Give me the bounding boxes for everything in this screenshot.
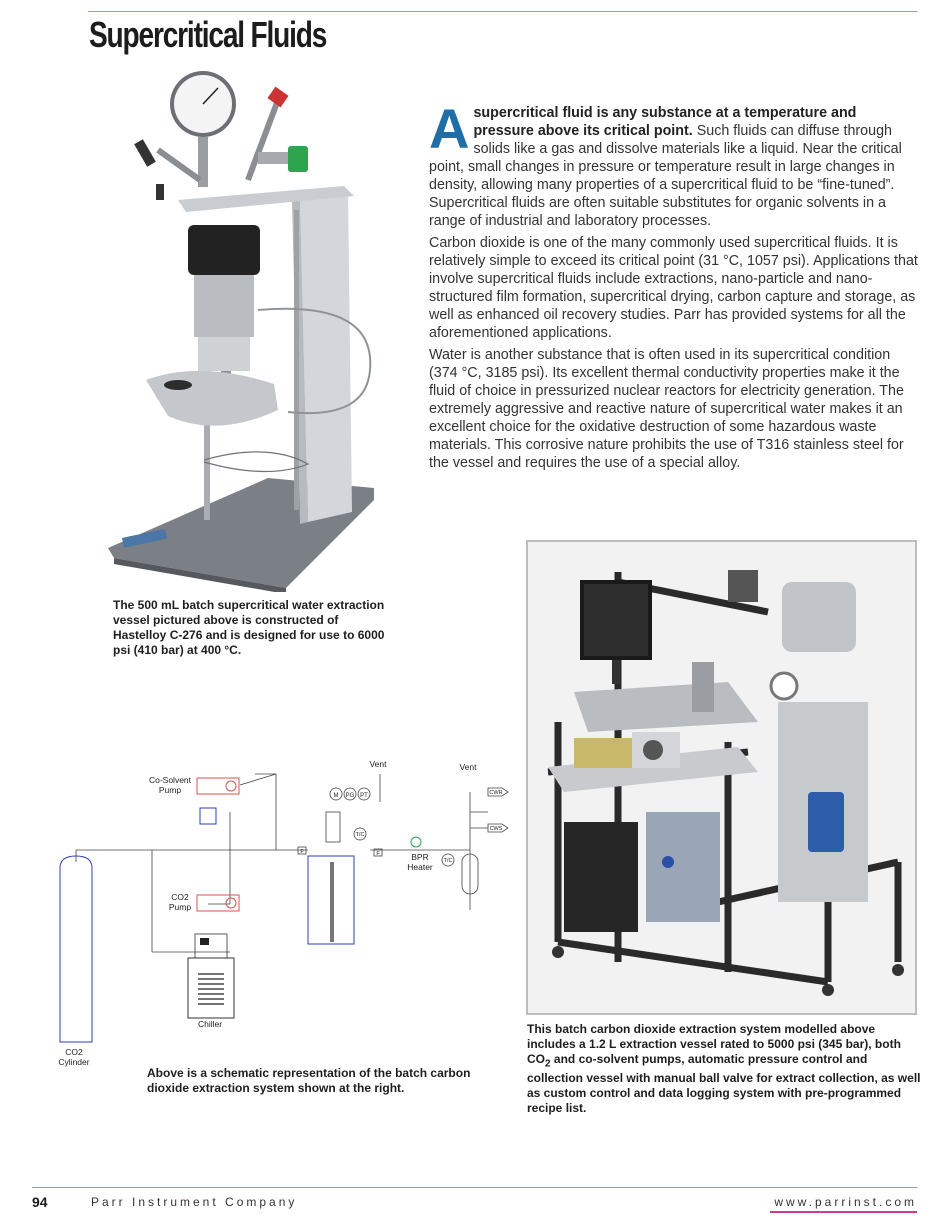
reactor-illustration — [108, 71, 374, 592]
cosolvent-pump-label-1: Co-Solvent — [149, 775, 192, 785]
extraction-system-caption-sub: 2 — [545, 1058, 551, 1070]
website-underline — [770, 1211, 917, 1213]
extraction-system-caption: This batch carbon dioxide extraction sys… — [527, 1022, 922, 1116]
f-label-2: F — [376, 851, 380, 857]
page-title: Supercritical Fluids — [89, 14, 327, 55]
page-number: 94 — [32, 1194, 48, 1210]
co2-pump-label-2: Pump — [169, 902, 191, 912]
tc-label-2: T/C — [444, 858, 453, 864]
m-label: M — [334, 793, 339, 799]
cylinder-label-1: CO2 — [65, 1047, 83, 1057]
intro-paragraph-1-rest: Such fluids can diffuse through solids l… — [429, 123, 902, 229]
header-rule — [88, 11, 917, 12]
chiller-label: Chiller — [198, 1019, 222, 1029]
f-label-1: F — [300, 849, 304, 855]
cylinder-label-2: Cylinder — [58, 1057, 89, 1067]
heater-label: Heater — [407, 862, 433, 872]
company-name: Parr Instrument Company — [91, 1195, 298, 1209]
pt-label: PT — [360, 793, 368, 799]
bpr-label: BPR — [411, 852, 428, 862]
website-link[interactable]: www.parrinst.com — [774, 1195, 917, 1209]
vent-label-2: Vent — [459, 762, 477, 772]
pg-label: PG — [346, 793, 355, 799]
intro-lead: supercritical fluid is any substance at … — [473, 105, 857, 139]
extraction-system-caption-post: and co-solvent pumps, automatic pressure… — [527, 1052, 921, 1116]
footer-rule — [32, 1187, 917, 1188]
schematic-caption: Above is a schematic representation of t… — [147, 1066, 471, 1095]
process-schematic: CO2 Cylinder Co-Solvent Pump CO2 Pump Ch… — [58, 759, 509, 1067]
tc-label-1: T/C — [356, 832, 365, 838]
intro-paragraph-2: Carbon dioxide is one of the many common… — [429, 235, 918, 341]
cws-label: CWS — [490, 826, 503, 832]
extraction-system-image — [526, 540, 917, 1015]
co2-pump-label-1: CO2 — [171, 892, 189, 902]
extraction-system-caption-pre: This batch carbon dioxide extraction sys… — [527, 1022, 901, 1066]
cwr-label: CWR — [489, 790, 502, 796]
drop-cap: A — [429, 97, 470, 160]
reactor-caption: The 500 mL batch supercritical water ext… — [113, 598, 385, 657]
cosolvent-pump-label-2: Pump — [159, 785, 181, 795]
intro-paragraph-3: Water is another substance that is often… — [429, 347, 904, 471]
vent-label-1: Vent — [369, 759, 387, 769]
